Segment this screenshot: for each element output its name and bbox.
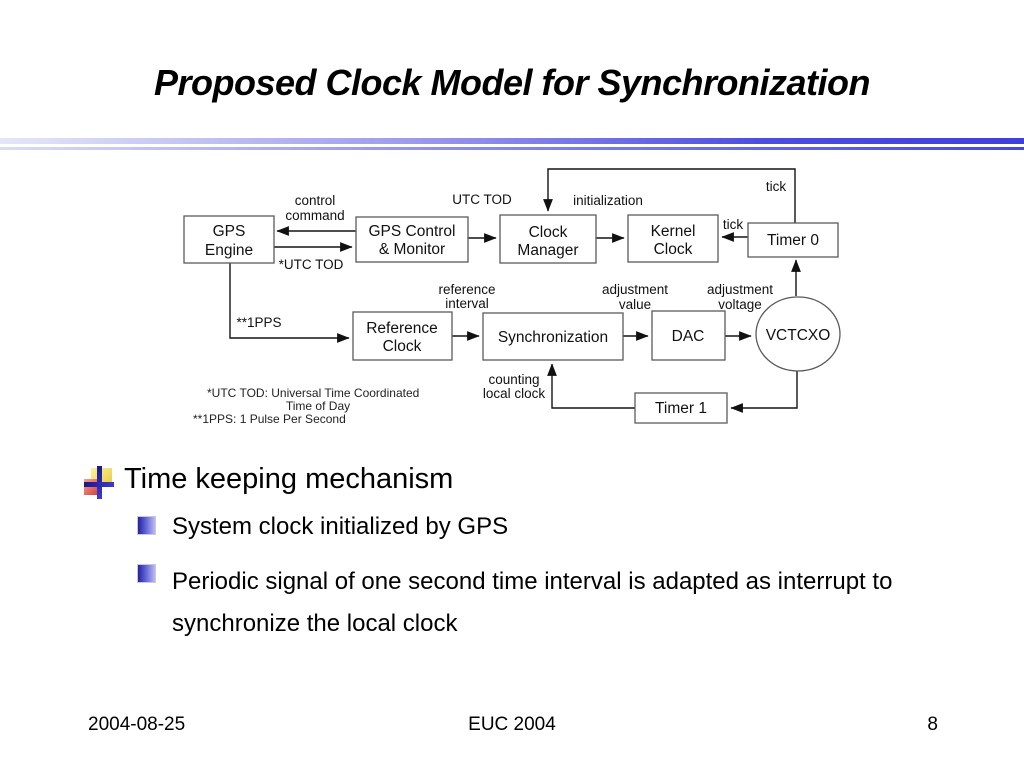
dac-box bbox=[651, 310, 726, 361]
label-initialization: initialization bbox=[573, 193, 643, 208]
clock-manager-box bbox=[499, 214, 597, 264]
edge-gpsengine-to-referenceclock bbox=[229, 263, 350, 343]
title-divider-thick bbox=[0, 138, 1024, 144]
bullet-cross-horizontal bbox=[84, 482, 114, 487]
level1-bullet-icon bbox=[84, 466, 114, 499]
label-adjustment-value-1: adjustment bbox=[602, 282, 668, 297]
kernel-clock-box bbox=[627, 214, 719, 263]
gps-control-monitor-label-1: GPS Control bbox=[368, 223, 455, 240]
label-local-clock: local clock bbox=[483, 386, 546, 401]
label-1pps: **1PPS bbox=[236, 315, 281, 330]
kernel-clock-label-2: Clock bbox=[654, 241, 693, 258]
gps-control-monitor-box bbox=[355, 216, 469, 263]
label-adjustment-value-2: value bbox=[619, 297, 651, 312]
bullet-time-keeping: Time keeping mechanism bbox=[124, 463, 454, 495]
gps-engine-box bbox=[183, 215, 275, 264]
kernel-clock-label-1: Kernel bbox=[651, 223, 696, 240]
edge-timer0-tick-to-clockmanager bbox=[543, 168, 796, 223]
label-adjustment-voltage-2: voltage bbox=[718, 297, 762, 312]
sub-bullet-icon-2 bbox=[137, 564, 156, 583]
label-command: command bbox=[285, 208, 344, 223]
sub-bullet-icon-1 bbox=[137, 516, 156, 535]
synchronization-box bbox=[482, 312, 624, 361]
footer-page-number: 8 bbox=[927, 714, 938, 735]
reference-clock-box bbox=[352, 311, 453, 361]
footer-date: 2004-08-25 bbox=[88, 714, 186, 735]
dac-label: DAC bbox=[672, 328, 705, 345]
timer1-label: Timer 1 bbox=[655, 400, 707, 417]
label-counting: counting bbox=[488, 372, 539, 387]
title-divider-thin bbox=[0, 147, 1024, 150]
label-utc-tod: UTC TOD bbox=[452, 192, 512, 207]
label-control: control bbox=[295, 193, 336, 208]
footer-conference: EUC 2004 bbox=[468, 714, 556, 735]
edge-vctcxo-to-timer1 bbox=[730, 371, 798, 413]
reference-clock-label-2: Clock bbox=[383, 338, 422, 355]
vctcxo-circle bbox=[755, 296, 841, 372]
gps-control-monitor-label-2: & Monitor bbox=[379, 241, 445, 258]
reference-clock-label-1: Reference bbox=[366, 320, 438, 337]
label-star-utc-tod: *UTC TOD bbox=[279, 257, 344, 272]
vctcxo-label: VCTCXO bbox=[766, 327, 831, 344]
bullet-system-clock: System clock initialized by GPS bbox=[172, 513, 509, 540]
timer0-label: Timer 0 bbox=[767, 232, 819, 249]
label-interval: interval bbox=[445, 296, 489, 311]
label-reference: reference bbox=[438, 282, 495, 297]
slide-title: Proposed Clock Model for Synchronization bbox=[153, 62, 871, 103]
clock-manager-label-1: Clock bbox=[529, 224, 568, 241]
gps-engine-label-2: Engine bbox=[205, 242, 253, 259]
bullet-periodic-signal: Periodic signal of one second time inter… bbox=[172, 568, 893, 637]
timer0-box bbox=[747, 222, 839, 258]
label-tick-mid: tick bbox=[723, 217, 744, 232]
footnote-utc-tod: *UTC TOD: Universal Time Coordinated bbox=[207, 386, 419, 400]
timer1-box bbox=[634, 392, 728, 424]
label-tick-top: tick bbox=[766, 179, 787, 194]
footnote-1pps: **1PPS: 1 Pulse Per Second bbox=[193, 412, 346, 426]
edge-timer1-to-synchronization bbox=[547, 363, 635, 409]
footnote-time-of-day: Time of Day bbox=[286, 399, 350, 413]
gps-engine-label-1: GPS bbox=[213, 223, 246, 240]
label-adjustment-voltage-1: adjustment bbox=[707, 282, 773, 297]
synchronization-label: Synchronization bbox=[498, 329, 608, 346]
clock-manager-label-2: Manager bbox=[517, 242, 578, 259]
